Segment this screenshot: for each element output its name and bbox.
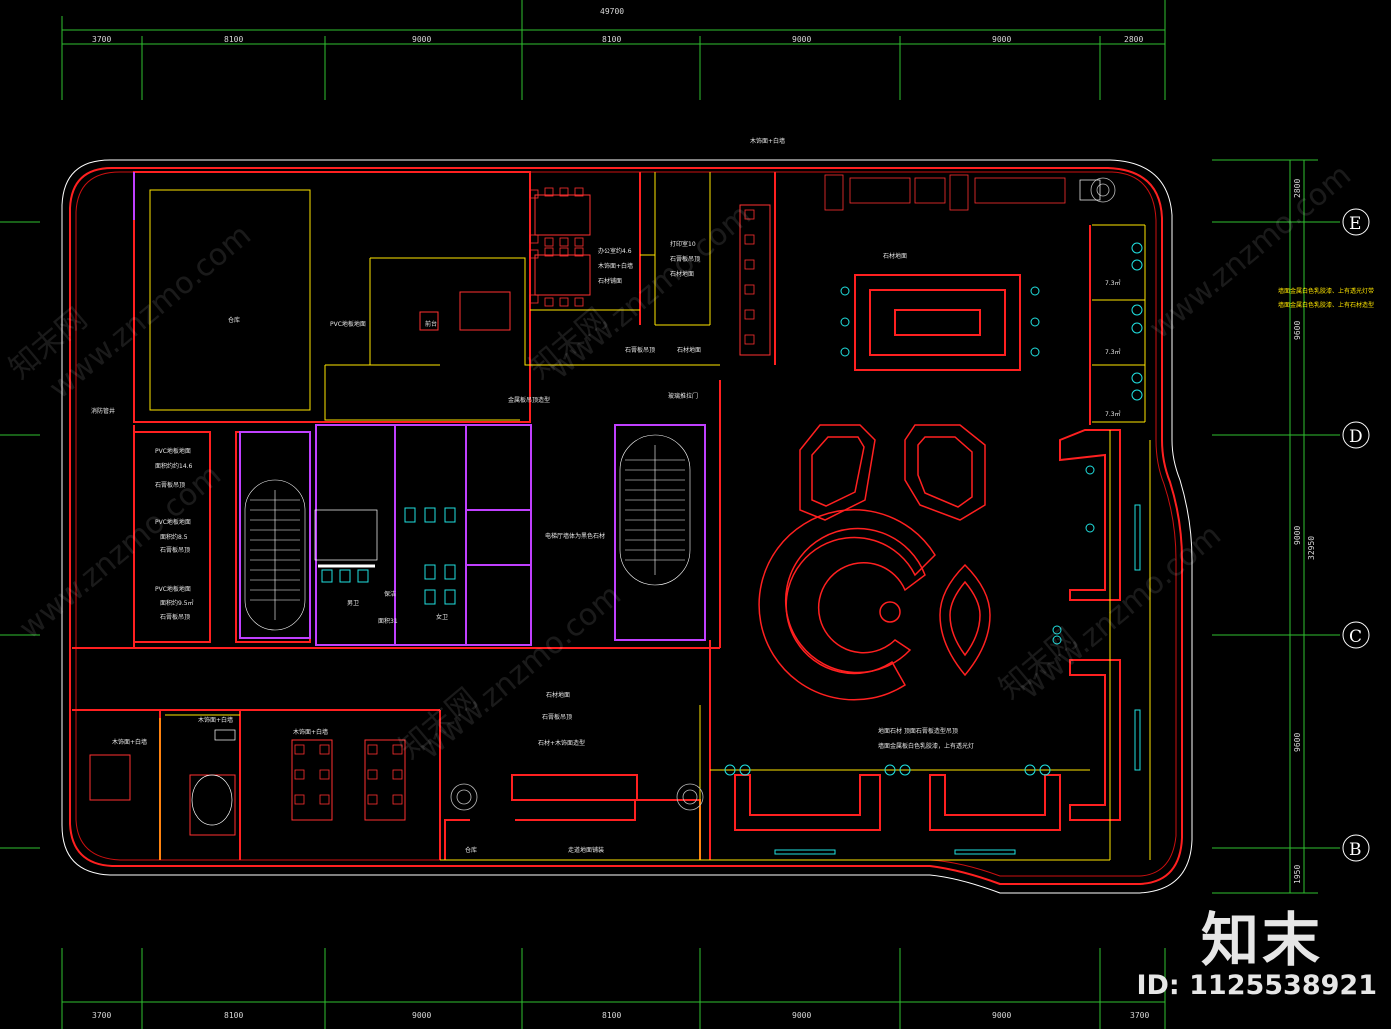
label-wood-wall-meeting: 木饰面+白墙 [293, 728, 328, 736]
dim-bottom-7: 3700 [1130, 1011, 1149, 1020]
axis-d: D [1349, 427, 1363, 447]
label-pvc-room1-ceiling: 石膏板吊顶 [155, 481, 185, 489]
label-women-wc: 女卫 [436, 613, 448, 621]
dim-bottom-1: 3700 [92, 1011, 111, 1020]
dim-bottom-6: 9000 [992, 1011, 1011, 1020]
label-area2: 7.3㎡ [1105, 348, 1121, 356]
label-pvc-room1: PVC地板地面 [155, 447, 191, 455]
label-right-floor: 地面石材 顶面石膏板造型吊顶 [878, 727, 958, 735]
plants [450, 177, 1116, 811]
dim-top-3: 9000 [412, 35, 431, 44]
label-corridor-bottom: 走道地面铺装 [568, 846, 604, 854]
label-glass-door: 玻璃推拉门 [668, 392, 698, 400]
dim-bottom-2: 8100 [224, 1011, 243, 1020]
room-labels: 木饰面+白墙 仓库 PVC地板地面 办公室约4.6 木饰面+白墙 石材铺面 打印… [91, 137, 1121, 854]
label-print-room: 打印室10 [670, 240, 696, 248]
misc-fixtures [191, 179, 1101, 826]
watermark-4: www.znzmo.com [13, 458, 228, 647]
dim-top-4: 8100 [602, 35, 621, 44]
axis-b: B [1349, 840, 1362, 860]
label-pvc-room2: PVC地板地面 [155, 518, 191, 526]
label-wood-wall-mid: 木饰面+白墙 [198, 716, 233, 724]
brand-logo: 知末 [1200, 906, 1323, 974]
label-elevator-hall: 电梯厅墙体为黑色石材 [545, 532, 605, 540]
label-area3: 7.3㎡ [1105, 410, 1121, 418]
dim-right-2: 9600 [1293, 321, 1302, 340]
axis-e: E [1349, 214, 1361, 234]
label-warehouse: 仓库 [228, 316, 240, 324]
dim-right-total: 32950 [1307, 536, 1316, 560]
cyan-fixtures [321, 242, 1143, 855]
desk-chairs [294, 174, 1066, 805]
dim-bottom-3: 9000 [412, 1011, 431, 1020]
lounge-furniture [758, 424, 991, 701]
dim-top-7: 2800 [1124, 35, 1143, 44]
label-clean: 保洁 [384, 590, 396, 598]
label-stone-hall: 石材地面 [677, 346, 701, 354]
label-stone-grey-ceiling: 石膏板吊顶 [625, 346, 655, 354]
label-hall-ceiling: 石膏板吊顶 [542, 713, 572, 721]
label-area1: 7.3㎡ [1105, 279, 1121, 287]
dim-right-4: 9600 [1293, 733, 1302, 752]
label-pvc-room3-area: 面积约9.5㎡ [160, 599, 194, 607]
dim-top-total: 49700 [600, 7, 624, 16]
label-pvc-room2-area: 面积约8.5 [160, 533, 188, 541]
dimension-texts: 49700 3700 8100 9000 8100 9000 9000 2800… [92, 7, 1316, 1020]
label-wood-wall-left: 木饰面+白墙 [112, 738, 147, 746]
dim-top-6: 9000 [992, 35, 1011, 44]
label-metal-ceiling: 金属板吊顶造型 [508, 396, 550, 404]
interior-walls [72, 171, 1121, 860]
label-top-corridor: 木饰面+白墙 [750, 137, 785, 145]
axis-bubbles: E D C B [1342, 208, 1370, 862]
label-men-wc: 男卫 [347, 600, 359, 607]
brand-id: ID: 1125538921 [1136, 970, 1377, 1001]
watermarks: www.znzmo.com 知末网 www.znzmo.com 知末网 www.… [3, 158, 1358, 767]
dim-right-5: 1950 [1293, 865, 1302, 884]
label-pvc-room1-area: 面积约约14.6 [155, 462, 193, 470]
axis-c: C [1349, 627, 1362, 647]
dim-right-3: 9000 [1293, 526, 1302, 545]
label-reception: 前台 [425, 320, 437, 328]
label-room-area: 面积31 [378, 617, 398, 625]
label-office-area: 办公室约4.6 [598, 247, 632, 255]
label-storage: 仓库 [465, 846, 477, 854]
dim-bottom-4: 8100 [602, 1011, 621, 1020]
dimension-lines [0, 0, 1340, 1029]
building-outline [61, 159, 1193, 894]
label-right-wall: 墙面金属板白色乳胶漆，上有透光灯 [878, 742, 974, 750]
dim-right-1: 2800 [1293, 179, 1302, 198]
core-walls [133, 172, 706, 646]
dim-top-1: 3700 [92, 35, 111, 44]
side-notes: 墙面金属白色乳胶漆、上有透光灯带 墙面金属白色乳胶漆、上有石材造型 [1278, 287, 1374, 309]
label-pvc-room3: PVC地板地面 [155, 585, 191, 593]
label-office-wall: 木饰面+白墙 [598, 262, 633, 270]
label-hall-floor: 石材地面 [546, 691, 570, 699]
dim-bottom-5: 9000 [792, 1011, 811, 1020]
label-stone-floor: 石材地面 [670, 270, 694, 278]
label-pvc-room3-ceiling: 石膏板吊顶 [160, 613, 190, 621]
label-stone-area-top: 石材地面 [883, 252, 907, 260]
label-hall-wall: 石材+木饰面造型 [538, 739, 585, 747]
desks [89, 194, 771, 836]
label-pvc-floor: PVC地板地面 [330, 320, 366, 328]
note-1: 墙面金属白色乳胶漆、上有透光灯带 [1278, 287, 1374, 295]
label-pvc-room2-ceiling: 石膏板吊顶 [160, 546, 190, 554]
stair-treads [250, 459, 685, 601]
label-fire-pipe: 消防管井 [91, 407, 115, 415]
watermark-3: www.znzmo.com [1143, 158, 1358, 347]
dim-top-2: 8100 [224, 35, 243, 44]
note-2: 墙面金属白色乳胶漆、上有石材造型 [1278, 301, 1374, 309]
dim-top-5: 9000 [792, 35, 811, 44]
label-stone-ceiling: 石膏板吊顶 [670, 255, 700, 263]
label-stone-wall: 石材铺面 [598, 277, 622, 285]
